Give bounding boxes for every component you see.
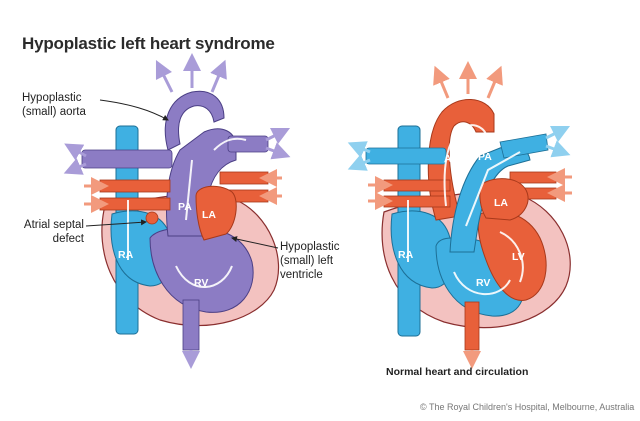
hlhs-left-atrium <box>195 185 237 241</box>
normal-pulmonary-vein-1 <box>383 179 451 192</box>
hlhs-descending-aorta <box>182 299 200 351</box>
normal-left-ventricle <box>477 210 547 301</box>
hlhs-pa-branch-right <box>227 135 269 153</box>
hlhs-label-pa: PA <box>178 201 192 213</box>
normal-left-atrium <box>479 178 529 221</box>
normal-label-ra: RA <box>398 249 414 261</box>
normal-pa-branch-right <box>499 133 549 159</box>
normal-label-rv: RV <box>476 277 490 289</box>
hlhs-aorta <box>164 90 225 151</box>
callout-hypoplastic-aorta: Hypoplastic (small) aorta <box>22 92 86 118</box>
hlhs-label-rv: RV <box>194 277 208 289</box>
normal-heart: Ao PA LA RA RV LV <box>347 61 572 369</box>
hlhs-atrial-septal-defect <box>145 211 159 225</box>
normal-pa-branch-left <box>365 147 447 165</box>
normal-label-lv: LV <box>512 251 525 263</box>
hlhs-heart: PA LA RA RV <box>63 53 291 369</box>
normal-descending-aorta <box>464 301 480 351</box>
page-title: Hypoplastic left heart syndrome <box>22 34 275 53</box>
leader-aorta <box>99 99 169 121</box>
normal-pulmonary-vein-2 <box>383 195 451 208</box>
callout-hypoplastic-left-ventricle: Hypoplastic (small) left ventricle <box>280 241 340 281</box>
callout-atrial-septal-defect: Atrial septal defect <box>23 219 84 245</box>
normal-heart-caption: Normal heart and circulation <box>386 366 529 378</box>
hlhs-pulmonary-vein-3 <box>219 171 269 185</box>
hlhs-pulmonary-vein-1 <box>99 179 171 193</box>
normal-label-ao: Ao <box>444 153 458 165</box>
hlhs-pulmonary-vein-2 <box>99 197 171 211</box>
hlhs-label-la: LA <box>202 209 216 221</box>
leader-asd <box>85 219 147 227</box>
hlhs-pa-branch-left <box>81 149 173 169</box>
normal-label-pa: PA <box>478 151 492 163</box>
hlhs-label-ra: RA <box>118 249 134 261</box>
copyright-notice: © The Royal Children's Hospital, Melbour… <box>420 402 635 412</box>
leader-lv <box>231 236 279 249</box>
normal-label-la: LA <box>494 197 508 209</box>
